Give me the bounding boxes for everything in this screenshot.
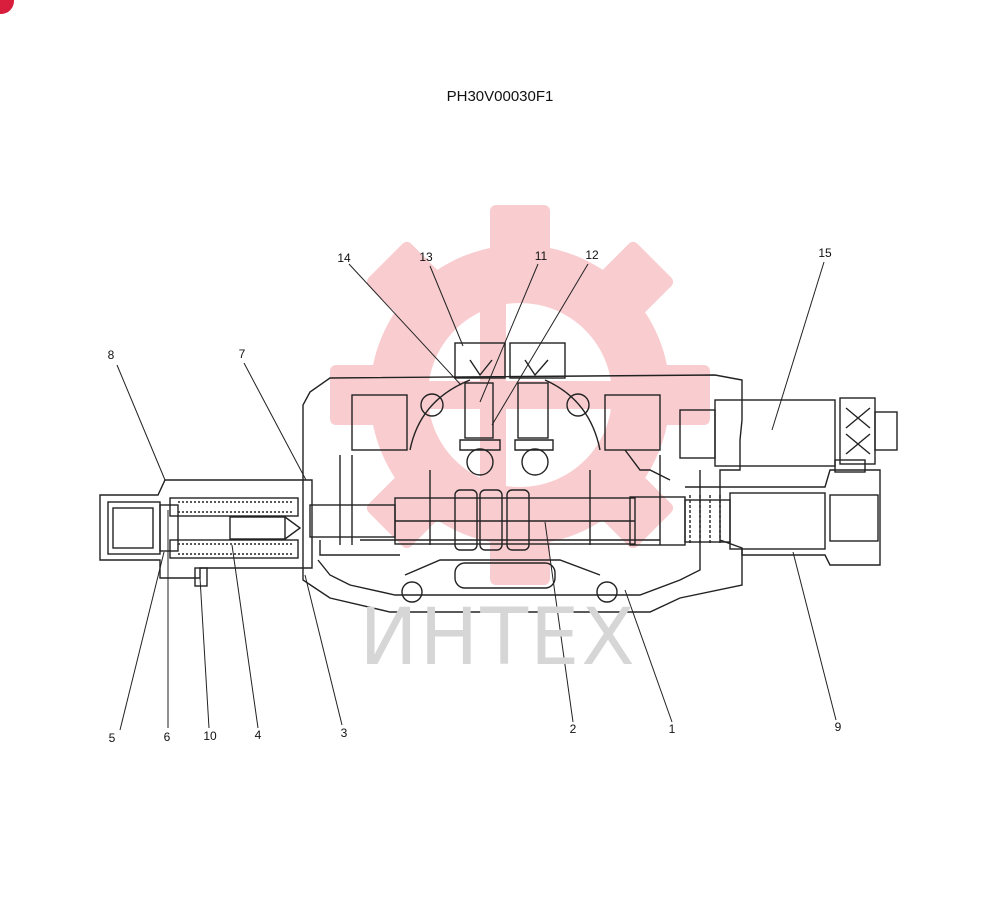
callout-7: 7 — [239, 347, 246, 361]
callout-2: 2 — [570, 722, 577, 736]
right-spring-cap — [684, 469, 881, 566]
callout-13: 13 — [419, 250, 433, 264]
main-spool — [309, 489, 686, 551]
watermark-text: ИНТЕХ — [359, 593, 636, 683]
solenoid-valve — [679, 397, 898, 473]
callout-10: 10 — [203, 729, 217, 743]
callout-15: 15 — [818, 246, 832, 260]
callout-6: 6 — [164, 730, 171, 744]
drawing-title: PH30V00030F1 — [446, 88, 554, 105]
top-check-valves — [454, 342, 566, 451]
callout-12: 12 — [585, 248, 599, 262]
watermark-gear-icon — [330, 205, 710, 585]
leader-lines — [116, 261, 837, 731]
callout-9: 9 — [835, 720, 842, 734]
callout-8: 8 — [108, 348, 115, 362]
callout-3: 3 — [341, 726, 348, 740]
callout-1: 1 — [669, 722, 676, 736]
callout-11: 11 — [535, 249, 548, 263]
callout-5: 5 — [109, 731, 116, 745]
left-spring-cap — [99, 479, 313, 587]
callout-14: 14 — [337, 251, 351, 265]
callout-labels: 1 2 3 4 5 6 7 8 9 10 11 12 13 14 15 — [108, 246, 842, 745]
callout-4: 4 — [255, 728, 262, 742]
